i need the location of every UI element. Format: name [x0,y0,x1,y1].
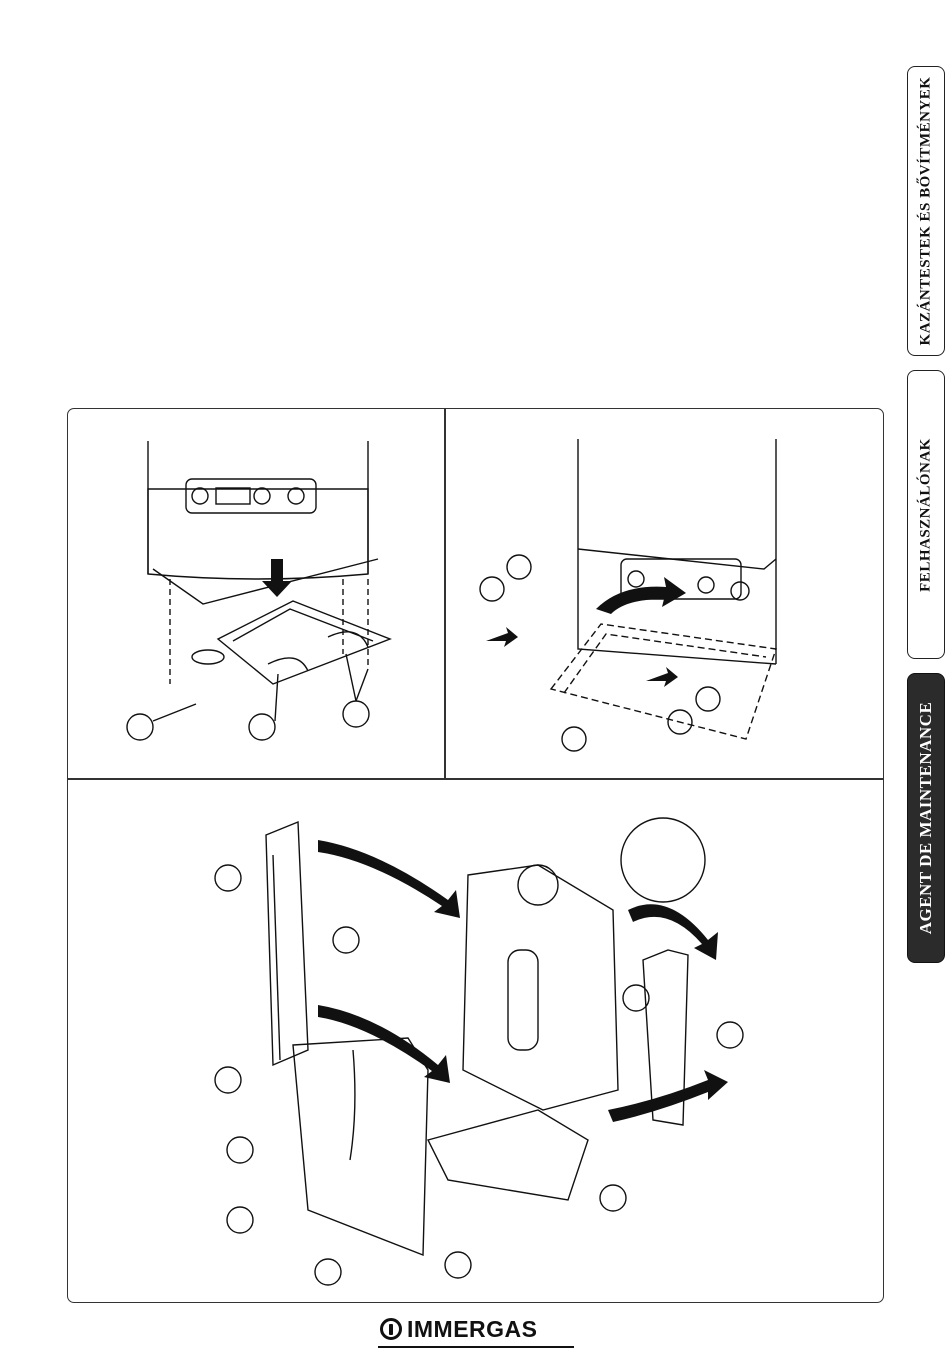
immergas-logo-icon [380,1318,402,1340]
side-tab-installer[interactable]: KAZÁNTESTEK ÉS BŐVÍTMÉNYEK [907,66,945,356]
diagram-casing-removal [68,780,883,1302]
side-tab-maintenance-label: AGENT DE MAINTENANCE [916,702,936,935]
side-tab-installer-label: KAZÁNTESTEK ÉS BŐVÍTMÉNYEK [918,77,935,346]
immergas-logo-underline [378,1346,574,1348]
diagram-control-panel-opening [446,409,883,778]
immergas-logo: IMMERGAS [376,1315,576,1349]
side-tab-maintenance[interactable]: AGENT DE MAINTENANCE [907,673,945,963]
side-tab-user-label: FELHASZNÁLÓNAK [918,438,935,592]
diagram-bottom-grid-removal [68,409,444,778]
side-tab-user[interactable]: FELHASZNÁLÓNAK [907,370,945,659]
immergas-logo-wordmark: IMMERGAS [407,1316,538,1343]
